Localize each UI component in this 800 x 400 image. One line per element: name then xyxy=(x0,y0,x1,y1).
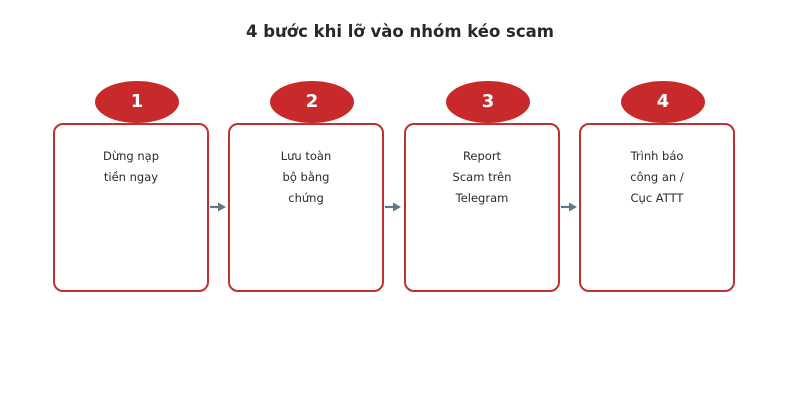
step-label-3: Report Scam trên Telegram xyxy=(452,149,512,205)
step-card-3: Report Scam trên Telegram xyxy=(404,123,560,292)
arrow-right-icon xyxy=(210,202,226,212)
step-number-badge-2: 2 xyxy=(270,81,354,123)
arrow-right-icon xyxy=(561,202,577,212)
step-number-badge-3: 3 xyxy=(446,81,530,123)
diagram-title: 4 bước khi lỡ vào nhóm kéo scam xyxy=(246,22,554,41)
arrow-right-icon xyxy=(385,202,401,212)
step-card-1: Dừng nạp tiền ngay xyxy=(53,123,209,292)
step-number-badge-1: 1 xyxy=(95,81,179,123)
step-card-4: Trình báo công an / Cục ATTT xyxy=(579,123,735,292)
step-number-badge-4: 4 xyxy=(621,81,705,123)
step-label-4: Trình báo công an / Cục ATTT xyxy=(630,149,684,205)
step-card-2: Lưu toàn bộ bằng chứng xyxy=(228,123,384,292)
step-label-2: Lưu toàn bộ bằng chứng xyxy=(280,149,332,205)
step-label-1: Dừng nạp tiền ngay xyxy=(102,149,160,184)
